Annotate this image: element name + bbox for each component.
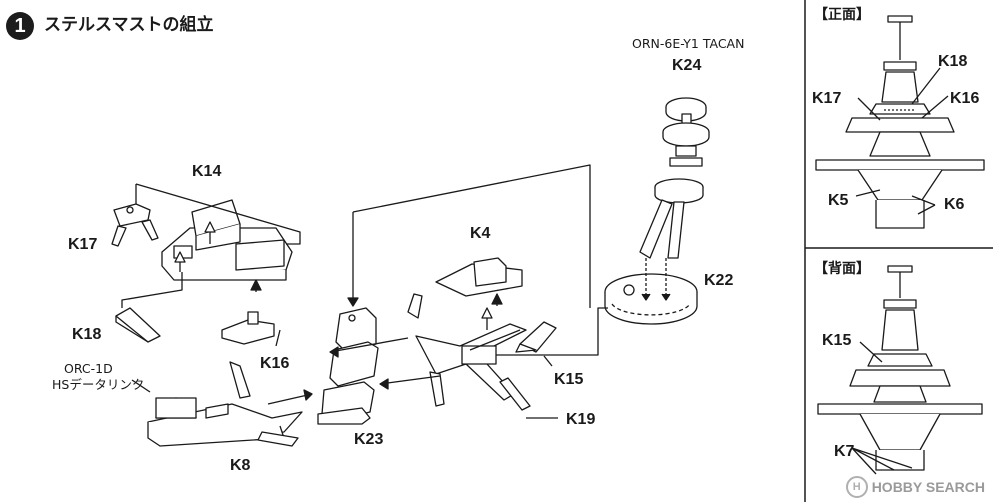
part-k22-base [604, 178, 704, 325]
label-k16: K16 [260, 355, 290, 372]
back-view-title: 【背面】 [814, 261, 870, 277]
part-k17-bracket [111, 203, 159, 247]
front-label-k16: K16 [950, 90, 980, 107]
part-k4-k19-platform [407, 257, 531, 411]
label-k18: K18 [72, 326, 102, 343]
front-label-k18: K18 [938, 53, 968, 70]
label-k23: K23 [354, 431, 384, 448]
orc-annotation-line2: HSデータリンク [52, 377, 145, 392]
leader-k22 [430, 307, 608, 356]
watermark-text: HOBBY SEARCH [871, 479, 985, 495]
back-label-k7: K7 [834, 443, 855, 460]
front-label-k17: K17 [812, 90, 842, 107]
label-k8: K8 [230, 457, 251, 474]
label-k19: K19 [566, 411, 596, 428]
front-view-drawing [815, 15, 985, 229]
label-k14: K14 [192, 163, 222, 180]
label-k22: K22 [704, 272, 734, 289]
part-k8-deck [147, 361, 303, 447]
leader-k14-top [352, 164, 591, 308]
label-k4: K4 [470, 225, 491, 242]
step-number-badge: 1 [6, 12, 34, 40]
watermark: H HOBBY SEARCH [845, 476, 985, 498]
part-k24-tacan [662, 97, 710, 167]
back-view-leaders [851, 341, 913, 475]
part-k16 [221, 311, 275, 345]
back-view-drawing [817, 265, 983, 471]
part-k15 [515, 321, 557, 353]
leader-k18 [121, 272, 183, 308]
label-k24: K24 [672, 57, 702, 74]
front-label-k6: K6 [944, 196, 965, 213]
watermark-logo-icon: H [845, 476, 868, 498]
part-k14-deck [161, 199, 293, 292]
orc-annotation-line1: ORC-1D [64, 361, 113, 376]
part-k23-mast [317, 307, 379, 425]
part-k18-plate [115, 307, 161, 343]
back-label-k15: K15 [822, 332, 852, 349]
front-view-title: 【正面】 [814, 7, 870, 23]
front-view-leaders [855, 67, 949, 215]
tacan-annotation: ORN-6E-Y1 TACAN [632, 36, 745, 51]
label-k15: K15 [554, 371, 584, 388]
front-label-k5: K5 [828, 192, 849, 209]
step-title: ステルスマストの組立 [44, 15, 214, 35]
label-k17: K17 [68, 236, 98, 253]
